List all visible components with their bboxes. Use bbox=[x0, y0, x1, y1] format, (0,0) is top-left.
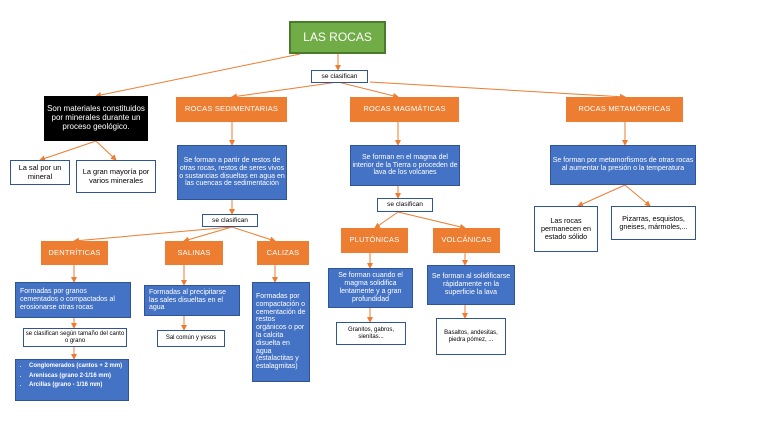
metamorficas-title-box: ROCAS METAMÓRFICAS bbox=[566, 97, 683, 122]
calizas-desc-box: Formadas por compactación o cementación … bbox=[252, 282, 310, 382]
ejemplo-varios-box: La gran mayoría por varios minerales bbox=[76, 160, 156, 193]
ejemplo-mineral-box: La sal por un mineral bbox=[10, 160, 70, 185]
title-text: LAS ROCAS bbox=[303, 29, 372, 44]
clasifica-label-top: se clasifican bbox=[311, 70, 368, 83]
magmaticas-desc-box: Se forman en el magma del interior de la… bbox=[350, 145, 460, 186]
list-item: Arcillas (grano - 1/16 mm) bbox=[29, 382, 124, 390]
plutonicas-ejemplos-box: Granitos, gabros, sienitas... bbox=[336, 322, 406, 345]
metamorficas-ejemplo-1-box: Las rocas permanecen en estado sólido bbox=[534, 206, 598, 252]
calizas-title-box: CALIZAS bbox=[257, 241, 309, 265]
salinas-ejemplos-box: Sal común y yesos bbox=[157, 330, 225, 347]
metamorficas-ejemplo-2-box: Pizarras, esquistos, gneises, mármoles,.… bbox=[611, 206, 696, 240]
definicion-box: Son materiales constituidos por minerale… bbox=[44, 96, 148, 141]
volcanicas-title-box: VOLCÁNICAS bbox=[433, 228, 500, 253]
detriticas-clasif-box: se clasifican según tamaño del canto o g… bbox=[23, 328, 127, 347]
salinas-desc-box: Formadas al precipitarse las sales disue… bbox=[144, 285, 240, 316]
list-item: Conglomerados (cantos + 2 mm) bbox=[29, 363, 124, 371]
detriticas-list: Conglomerados (cantos + 2 mm) Areniscas … bbox=[15, 359, 129, 401]
plutonicas-title-box: PLUTÓNICAS bbox=[341, 228, 408, 253]
magmaticas-clasifican-label: se clasifican bbox=[377, 198, 433, 212]
plutonicas-desc-box: Se forman cuando el magma solidifica len… bbox=[328, 268, 413, 308]
title-box: LAS ROCAS bbox=[289, 21, 386, 54]
magmaticas-title-box: ROCAS MAGMÁTICAS bbox=[350, 97, 459, 122]
volcanicas-desc-box: Se forman al solidificarse rápidamente e… bbox=[427, 265, 515, 305]
volcanicas-ejemplos-box: Basaltos, andesitas, piedra pómez, ... bbox=[436, 318, 506, 355]
list-item: Areniscas (grano 2-1/16 mm) bbox=[29, 373, 124, 381]
detriticas-desc-box: Formadas por granos cementados o compact… bbox=[15, 282, 131, 318]
sedimentarias-title-box: ROCAS SEDIMENTARIAS bbox=[176, 97, 287, 122]
salinas-title-box: SALINAS bbox=[165, 241, 223, 265]
sedimentarias-clasifican-label: se clasifican bbox=[202, 214, 258, 227]
sedimentarias-desc-box: Se forman a partir de restos de otras ro… bbox=[177, 145, 287, 200]
metamorficas-desc-box: Se forman por metamorfismos de otras roc… bbox=[550, 145, 696, 185]
detriticas-title-box: DENTRÍTICAS bbox=[41, 241, 108, 265]
